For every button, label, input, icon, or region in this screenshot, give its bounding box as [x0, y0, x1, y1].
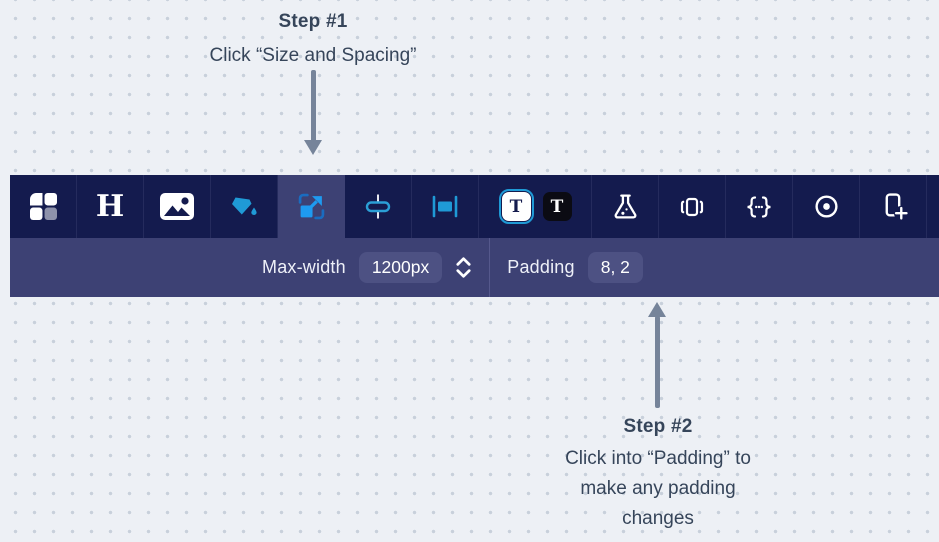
- toolbar-button-max-width[interactable]: [412, 175, 479, 238]
- step1-title: Step #1: [278, 11, 348, 32]
- toolbar-button-carousel[interactable]: [659, 175, 726, 238]
- width-constraint-icon: [432, 195, 458, 218]
- max-width-stepper[interactable]: [455, 255, 472, 280]
- carousel-icon: [680, 197, 704, 216]
- phone-plus-icon: [885, 193, 908, 221]
- padding-field[interactable]: 8, 2: [587, 252, 643, 283]
- toolbar-button-blocks[interactable]: [10, 175, 77, 238]
- stepper-chevrons-icon: [456, 257, 471, 278]
- resize-icon: [298, 193, 324, 220]
- step2-title: Step #2: [623, 416, 693, 437]
- step2-line-2: make any padding: [580, 478, 736, 499]
- step1-arrow-down-icon: [304, 140, 322, 155]
- paint-bucket-icon: [232, 197, 257, 215]
- flask-icon: [614, 194, 636, 219]
- dot-circle-icon: [814, 195, 838, 218]
- step2-arrow-line: [655, 316, 660, 408]
- toolbar-icon-row: H: [10, 175, 939, 238]
- toolbar-button-fill-color[interactable]: [211, 175, 278, 238]
- step2-line-3: changes: [622, 508, 694, 529]
- padding-label: Padding: [507, 257, 575, 277]
- max-width-field[interactable]: 1200px: [358, 252, 443, 283]
- toolbar-button-focal-point[interactable]: [793, 175, 860, 238]
- step2-line-1: Click into “Padding” to: [565, 448, 751, 469]
- step2-arrow-up-icon: [648, 302, 666, 317]
- toolbar-button-add-to-phone[interactable]: [860, 175, 927, 238]
- toolbar-button-experiment[interactable]: [592, 175, 659, 238]
- size-and-spacing-subbar: Max-width 1200px Padding 8, 2: [10, 238, 939, 297]
- step1-subtitle: Click “Size and Spacing”: [209, 45, 417, 66]
- subbar-divider: [489, 238, 491, 297]
- toolbar-button-horizontal-spacing[interactable]: [345, 175, 412, 238]
- text-light-icon: T: [501, 192, 531, 221]
- toolbar-button-size-and-spacing[interactable]: [278, 175, 345, 238]
- text-style-dark-button[interactable]: T: [542, 192, 572, 221]
- max-width-label: Max-width: [262, 257, 346, 277]
- editor-toolbar: H: [10, 175, 939, 297]
- toolbar-button-image[interactable]: [144, 175, 211, 238]
- heading-icon: H: [95, 188, 125, 224]
- toolbar-spacer: [927, 175, 939, 238]
- toolbar-group-text-style: T T: [479, 175, 592, 238]
- toolbar-button-heading[interactable]: H: [77, 175, 144, 238]
- image-icon: [160, 193, 194, 220]
- step1-arrow-line: [311, 70, 316, 142]
- code-braces-icon: [747, 195, 771, 218]
- step2-annotation: Step #2 Click into “Padding” to make any…: [497, 416, 819, 534]
- text-style-light-button[interactable]: T: [498, 189, 534, 224]
- blocks-icon: [29, 193, 57, 220]
- step1-annotation: Step #1 Click “Size and Spacing”: [152, 11, 474, 71]
- spacing-icon: [365, 194, 391, 219]
- toolbar-button-custom-code[interactable]: [726, 175, 793, 238]
